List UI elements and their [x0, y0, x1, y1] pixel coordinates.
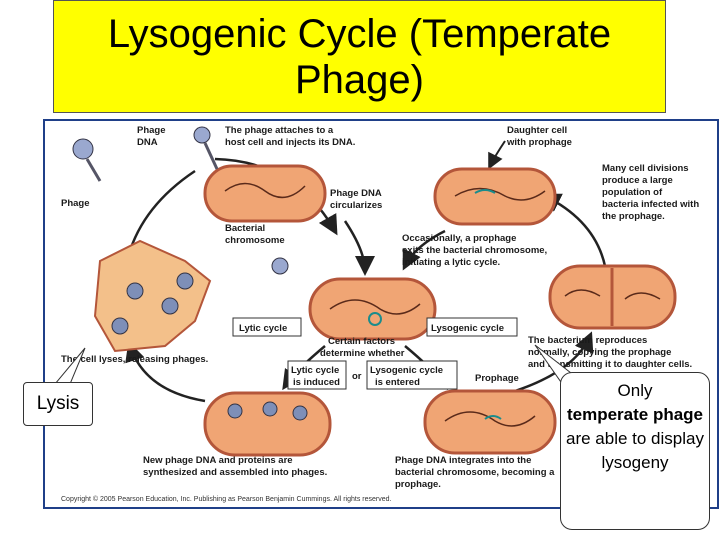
label-bacterial-2: chromosome	[225, 235, 285, 246]
title-box: Lysogenic Cycle (Temperate Phage)	[53, 0, 666, 113]
arrow-circularize-to-center	[343, 220, 375, 276]
label-lysogenic-entered-1: Lysogenic cycle	[370, 365, 443, 376]
temperate-callout: Only temperate phage are able to display…	[560, 372, 710, 530]
temperate-callout-pre: Only	[617, 381, 653, 400]
label-integrates-2: bacterial chromosome, becoming a	[395, 467, 555, 478]
label-divisions-2: produce a large	[602, 175, 673, 186]
lysogenic-cycle-diagram: Phage DNA The phage attaches to a host c…	[43, 119, 719, 509]
label-daughter-2: with prophage	[506, 137, 572, 148]
label-new-2: synthesized and assembled into phages.	[143, 467, 327, 478]
lysogenic-entered-box	[366, 360, 458, 390]
label-circularize-2: circularizes	[330, 200, 382, 211]
diagram-svg: Phage DNA The phage attaches to a host c…	[61, 125, 699, 503]
label-lysogenic-entered-2: is entered	[375, 377, 420, 388]
label-divisions-4: bacteria infected with	[602, 199, 699, 210]
label-certain-1: Certain factors	[328, 336, 395, 347]
label-integrates-1: Phage DNA integrates into the	[395, 455, 531, 466]
label-occasionally-1: Occasionally, a prophage	[402, 233, 516, 244]
free-phage	[72, 138, 289, 275]
label-occasionally-2: exits the bacterial chromosome,	[402, 245, 547, 256]
label-divisions-3: population of	[602, 187, 663, 198]
lytic-induced-box	[287, 360, 347, 390]
cell-center	[308, 277, 437, 341]
label-attach-2: host cell and injects its DNA.	[225, 137, 355, 148]
temperate-callout-bold: temperate phage	[566, 405, 704, 424]
label-occasionally-3: initiating a lytic cycle.	[402, 257, 500, 268]
label-daughter-1: Daughter cell	[507, 125, 567, 136]
label-divisions-5: the prophage.	[602, 211, 665, 222]
label-lysogenic-cycle: Lysogenic cycle	[431, 323, 504, 334]
label-lytic-cycle: Lytic cycle	[239, 323, 287, 334]
label-attach-1: The phage attaches to a	[225, 125, 334, 136]
attached-phage	[193, 126, 219, 170]
label-reproduces-3: and transmitting it to daughter cells.	[528, 359, 692, 370]
label-phage: Phage	[61, 198, 90, 209]
lysis-callout: Lysis	[23, 382, 93, 426]
cell-assembly	[203, 391, 332, 457]
slide-title: Lysogenic Cycle (Temperate Phage)	[54, 11, 665, 103]
cell-dividing	[548, 264, 677, 330]
label-circularize-1: Phage DNA	[330, 188, 382, 199]
label-new-1: New phage DNA and proteins are	[143, 455, 293, 466]
label-integrates-3: prophage.	[395, 479, 441, 490]
temperate-callout-post: are able to display lysogeny	[566, 429, 704, 472]
label-reproduces-2: normally, copying the prophage	[528, 347, 671, 358]
label-certain-2: determine whether	[320, 348, 405, 359]
arrow-assembly-to-lysis	[125, 341, 206, 403]
label-bacterial-1: Bacterial	[225, 223, 265, 234]
label-divisions-1: Many cell divisions	[602, 163, 689, 174]
label-lytic-induced-2: is induced	[293, 377, 340, 388]
cell-integrate	[423, 389, 557, 455]
cell-attach	[203, 164, 327, 223]
label-lytic-induced-1: Lytic cycle	[291, 365, 339, 376]
title-line-1: Lysogenic Cycle (Temperate	[107, 12, 612, 56]
label-reproduces-1: The bacterium reproduces	[528, 335, 647, 346]
cell-daughter	[433, 167, 557, 226]
lysogenic-cycle-box	[426, 317, 518, 337]
cell-lysed	[93, 239, 212, 353]
copyright-text: Copyright © 2005 Pearson Education, Inc.…	[61, 495, 391, 503]
label-or: or	[352, 371, 362, 382]
label-phage-dna-2: DNA	[137, 137, 158, 148]
arrow-prophage-exit	[402, 229, 446, 271]
title-line-2: Phage)	[295, 58, 424, 102]
label-lyses: The cell lyses, releasing phages.	[61, 354, 208, 365]
lytic-cycle-box	[232, 317, 302, 337]
arrow-daughter	[488, 140, 506, 170]
label-phage-dna-1: Phage	[137, 125, 166, 136]
label-prophage: Prophage	[475, 373, 519, 384]
